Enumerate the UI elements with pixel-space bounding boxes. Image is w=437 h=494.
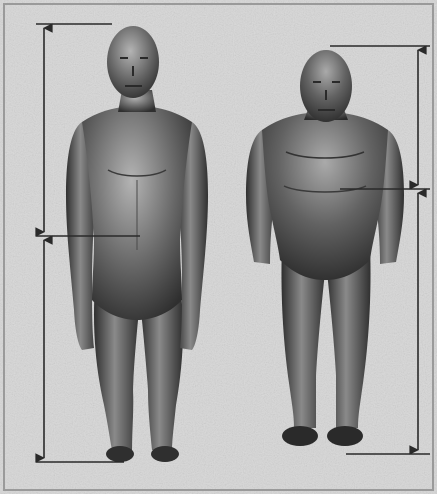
slim-left-foot	[106, 446, 134, 462]
stocky-head	[300, 50, 352, 122]
stocky-right-foot	[327, 426, 363, 446]
stocky-torso	[262, 112, 388, 280]
slim-right-foot	[151, 446, 179, 462]
stocky-left-foot	[282, 426, 318, 446]
slim-head	[107, 26, 159, 98]
